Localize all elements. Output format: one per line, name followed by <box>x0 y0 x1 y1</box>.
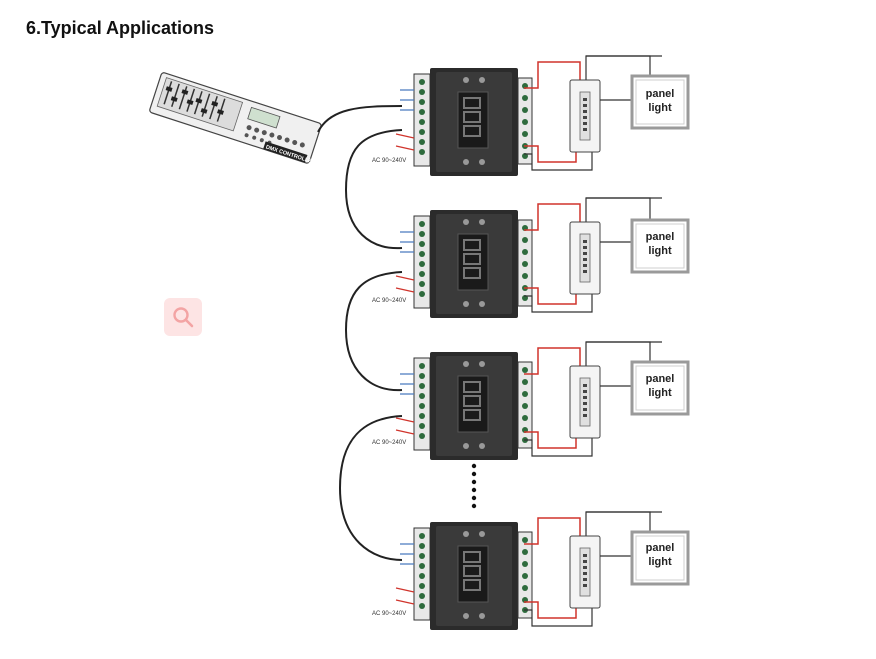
ac-label-3: AC 90~240V <box>372 440 406 446</box>
panel-light-3-label-a: panel <box>646 373 675 385</box>
dmx-controller: DMX CONTROLLER <box>149 72 322 166</box>
ac-label-1: AC 90~240V <box>372 158 406 164</box>
panel-light-4-label-a: panel <box>646 542 675 554</box>
dmx-decoder-4 <box>395 521 533 631</box>
section-heading: 6.Typical Applications <box>26 18 215 38</box>
dmx-decoder-2 <box>395 209 533 319</box>
panel-light-4-label-b: light <box>648 556 672 568</box>
panel-light-1-label-b: light <box>648 102 672 114</box>
panel-light-3-label-b: light <box>648 387 672 399</box>
dmx-cables <box>317 105 403 561</box>
dmx-decoder-3 <box>395 351 533 461</box>
panel-light-2-label-a: panel <box>646 231 675 243</box>
search-icon <box>173 307 194 328</box>
continuation-dots <box>471 463 477 509</box>
ac-label-4: AC 90~240V <box>372 611 406 617</box>
ac-label-2: AC 90~240V <box>372 298 406 304</box>
panel-light-2-label-b: light <box>648 245 672 257</box>
dmx-decoder-1 <box>395 67 533 177</box>
panel-light-1-label-a: panel <box>646 88 675 100</box>
zoom-button[interactable] <box>164 298 202 336</box>
